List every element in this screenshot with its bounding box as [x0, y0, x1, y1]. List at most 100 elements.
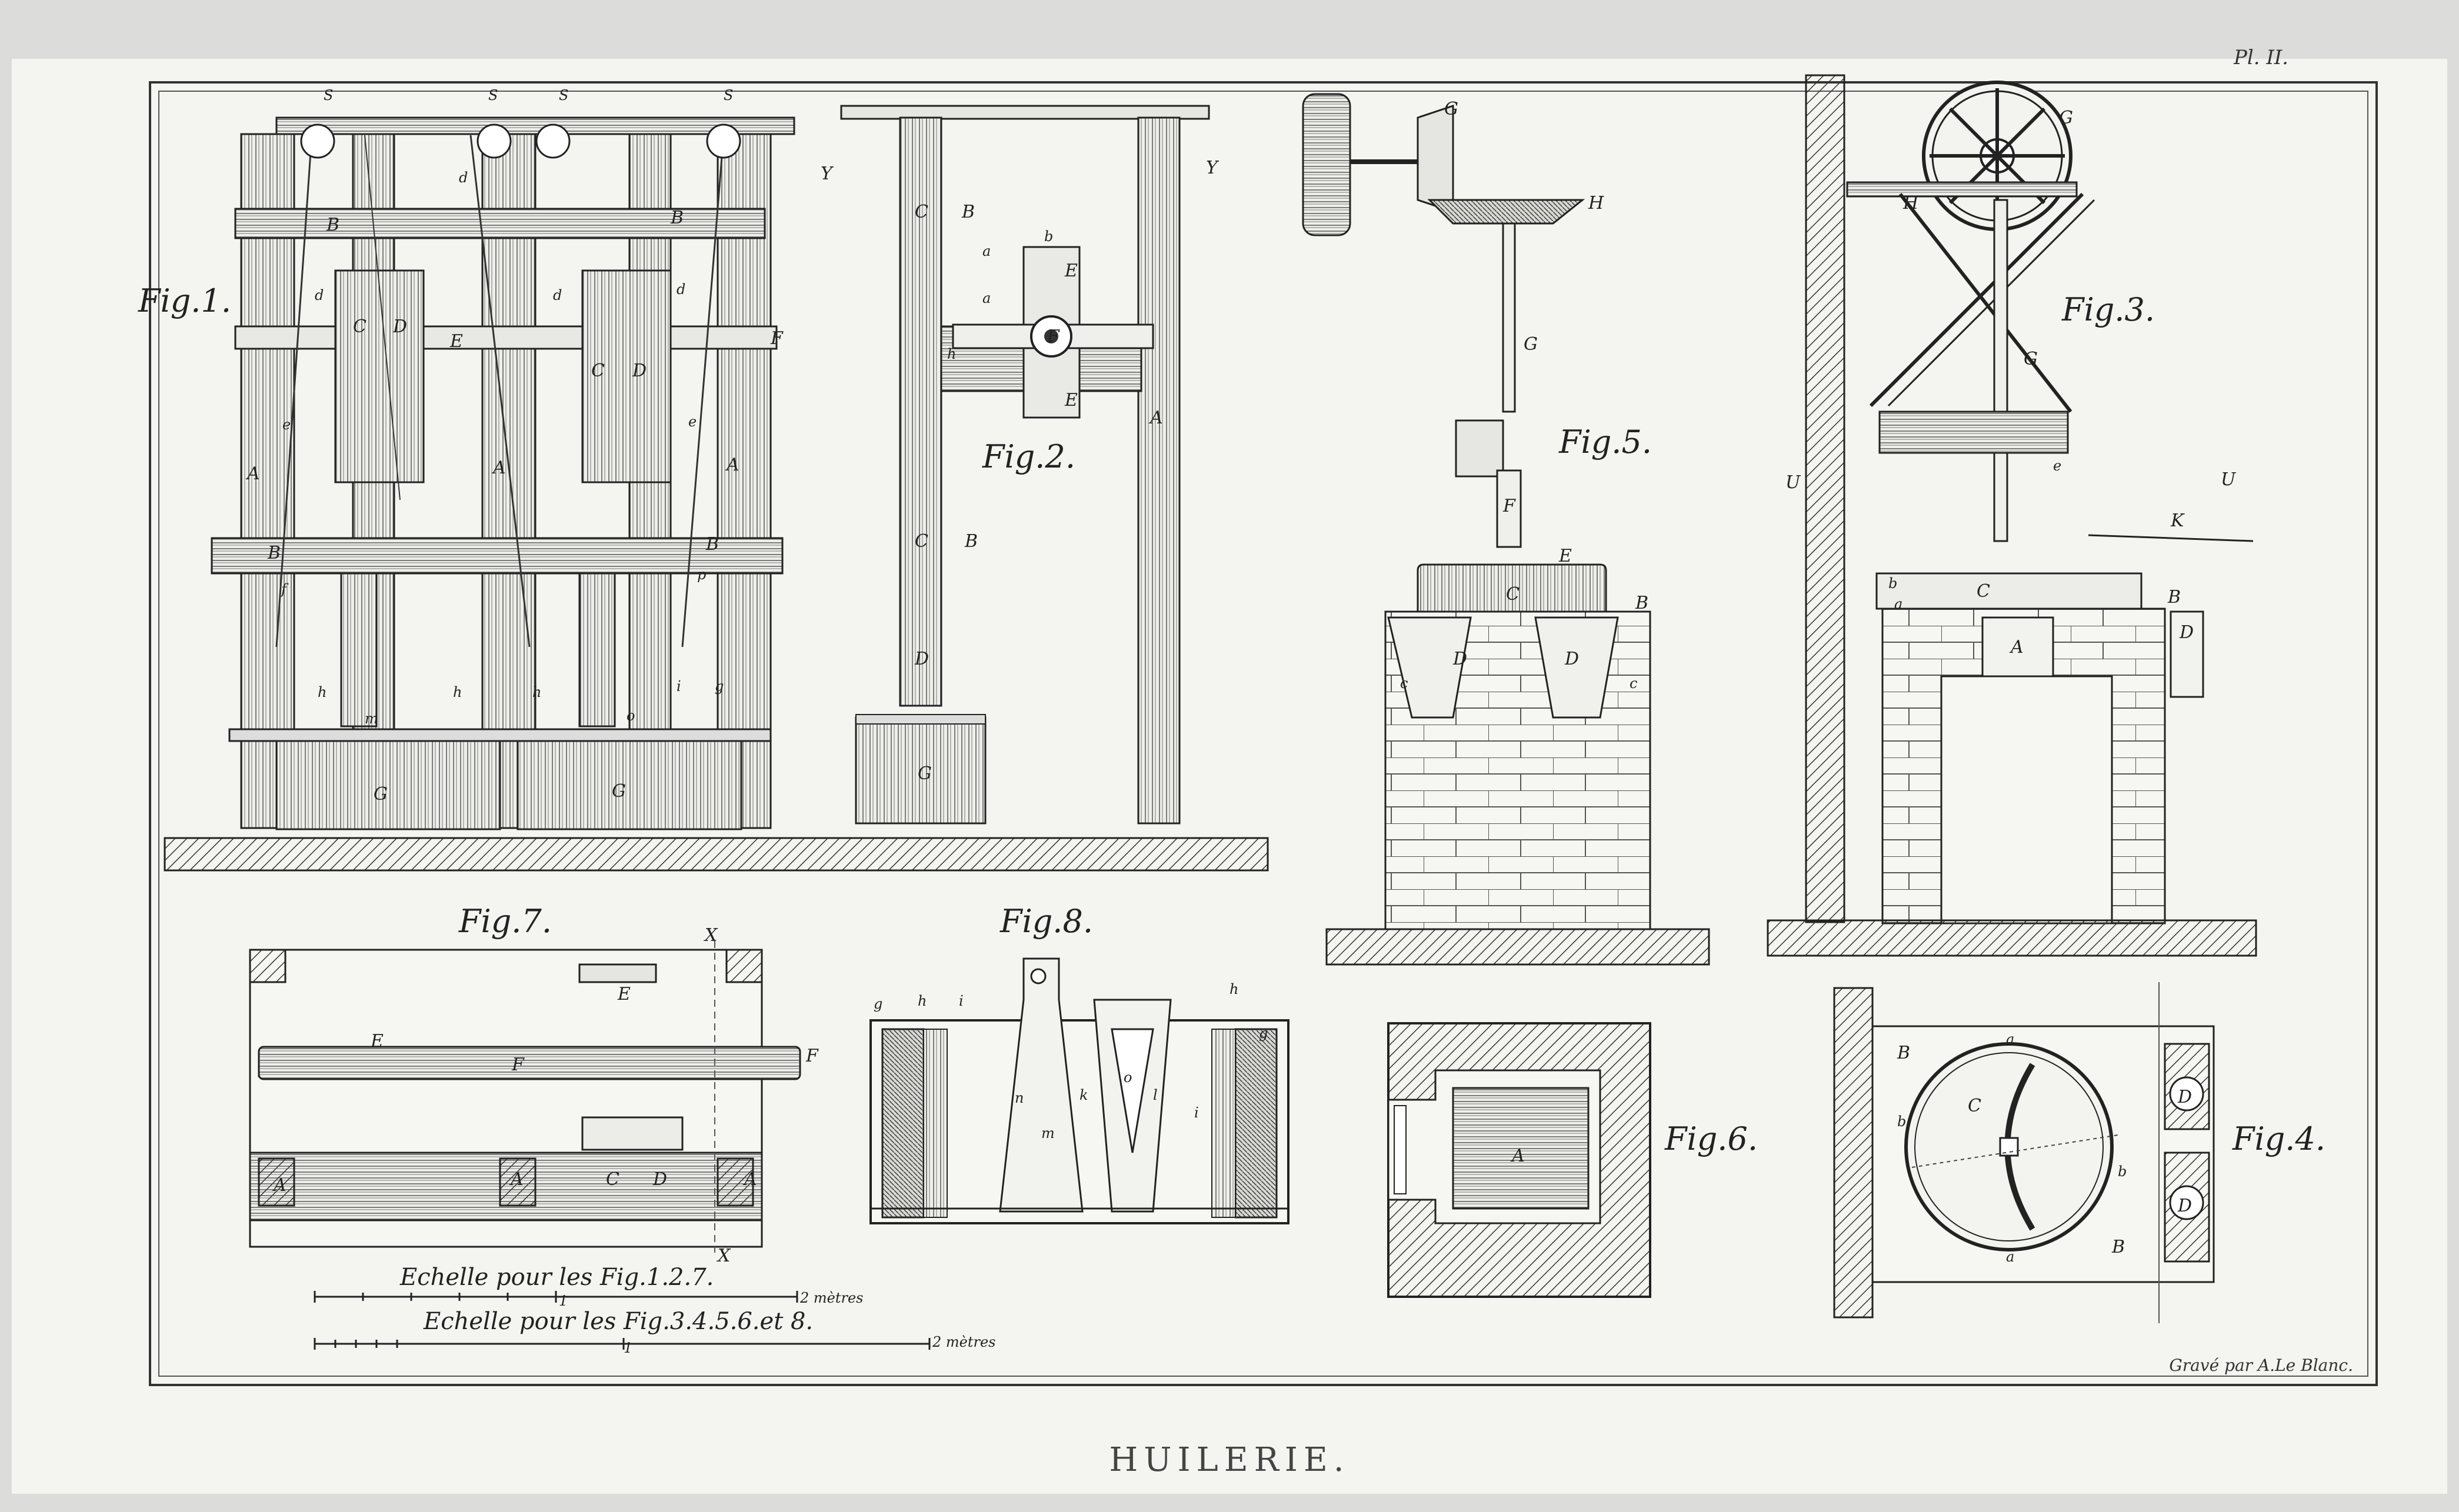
- fig6-label: Fig.6.: [1664, 1120, 1758, 1157]
- callout-F-fig7-mid: F: [511, 1054, 525, 1075]
- callout-D-fig2: D: [914, 649, 929, 669]
- callout-B-fig4-top: B: [1897, 1043, 1910, 1063]
- callout-D-fig5-left: D: [1452, 649, 1467, 669]
- callout-a-fig2-2: a: [982, 290, 991, 306]
- callout-G-fig5-shaft: G: [1524, 334, 1538, 355]
- callout-E-fig5: E: [1558, 546, 1572, 566]
- figure-3-mill-gear: [1767, 74, 2257, 957]
- callout-G-fig1-left: G: [374, 784, 388, 805]
- callout-d-4: d: [459, 169, 468, 186]
- callout-U-left: U: [1785, 472, 1801, 493]
- callout-l-fig8: l: [1153, 1087, 1158, 1103]
- callout-B-fig1-bottom-left: B: [267, 543, 281, 563]
- figure-7-press-plan: [249, 941, 801, 1253]
- callout-g-1: g: [715, 678, 724, 695]
- callout-h-1: h: [318, 684, 326, 700]
- scale-2-mid: 1: [624, 1340, 632, 1356]
- callout-C-fig7: C: [606, 1169, 619, 1190]
- callout-b-fig2: b: [1044, 228, 1053, 245]
- callout-a-fig2-1: a: [982, 243, 991, 259]
- callout-i-fig8-left: i: [959, 993, 964, 1009]
- callout-p-1: p: [697, 566, 706, 583]
- callout-C-fig2-top: C: [915, 202, 928, 222]
- callout-D-fig7: D: [652, 1169, 667, 1190]
- callout-G-fig1-right: G: [612, 781, 626, 802]
- callout-B-fig1-top-right: B: [670, 208, 684, 228]
- figure-1-press-frame: [164, 116, 1269, 872]
- callout-c-fig5-2: c: [1630, 675, 1637, 692]
- callout-S-2: S: [488, 87, 498, 104]
- callout-d-3: d: [677, 281, 685, 298]
- figure-8-press-section: [869, 957, 1290, 1224]
- callout-b-fig4-left: b: [1897, 1113, 1906, 1130]
- callout-C-fig3: C: [1977, 581, 1990, 602]
- engraver-credit: Gravé par A.Le Blanc.: [2169, 1356, 2353, 1375]
- fig1-label: Fig.1.: [138, 282, 231, 319]
- callout-C-fig5: C: [1506, 584, 1520, 605]
- fig7-label: Fig.7.: [458, 903, 552, 940]
- callout-G-fig3-gear: G: [2059, 108, 2073, 128]
- callout-D-fig1-left: D: [392, 316, 407, 337]
- callout-Y-left: Y: [821, 163, 834, 184]
- callout-F-fig7-right: F: [805, 1046, 819, 1066]
- callout-B-fig1-top-left: B: [326, 215, 339, 235]
- plate-title: HUILERIE.: [1109, 1441, 1350, 1479]
- scale-2-end: 2 mètres: [932, 1334, 996, 1350]
- callout-E-fig1: E: [449, 331, 463, 352]
- callout-h-fig8-left: h: [918, 993, 927, 1009]
- plate-border-outer: [149, 81, 2378, 1386]
- callout-A-fig2: A: [1148, 408, 1163, 428]
- callout-g-fig8-right: g: [1259, 1025, 1268, 1042]
- callout-d-2: d: [553, 287, 562, 303]
- callout-C-fig1-right: C: [591, 361, 605, 381]
- plate-number: Pl. II.: [2233, 46, 2288, 69]
- callout-E-fig7-top: E: [617, 984, 631, 1004]
- callout-F-fig5: F: [1502, 496, 1516, 516]
- callout-A-fig1-mid: A: [491, 458, 506, 478]
- callout-A-fig7-mid: A: [509, 1169, 524, 1190]
- callout-a-fig3: a: [1894, 596, 1902, 612]
- callout-b-fig3: b: [1888, 575, 1897, 592]
- callout-A-fig7-right: A: [742, 1169, 757, 1190]
- callout-C-fig1-left: C: [353, 316, 366, 337]
- callout-B-fig4-bottom: B: [2111, 1237, 2125, 1257]
- callout-m-fig8: m: [1041, 1125, 1055, 1141]
- callout-k-fig8: k: [1079, 1087, 1088, 1103]
- callout-C-fig2-bottom: C: [915, 531, 928, 552]
- callout-i-1: i: [677, 678, 681, 695]
- callout-g-fig8-left: g: [874, 996, 882, 1012]
- callout-B-fig3: B: [2167, 587, 2181, 608]
- callout-A-fig6: A: [1510, 1146, 1525, 1166]
- fig4-label: Fig.4.: [2232, 1120, 2325, 1157]
- callout-S-1: S: [324, 87, 333, 104]
- callout-E-fig7-left: E: [370, 1031, 384, 1052]
- callout-C-fig4: C: [1968, 1096, 1981, 1116]
- fig2-label: Fig.2.: [982, 438, 1075, 475]
- callout-e-fig3: e: [2053, 458, 2061, 474]
- callout-m-1: m: [365, 710, 378, 727]
- callout-A-fig7-left: A: [272, 1175, 286, 1196]
- figure-4-mill-plan: [1833, 982, 2215, 1323]
- fig3-label: Fig.3.: [2061, 291, 2155, 328]
- callout-D-fig4-bottom: D: [2177, 1196, 2192, 1216]
- callout-D-fig3: D: [2179, 622, 2194, 643]
- callout-h-fig8-right: h: [1230, 981, 1238, 997]
- callout-h-3: h: [532, 684, 541, 700]
- callout-A-fig1-left: A: [245, 463, 260, 484]
- figure-5-mill-elevation: [1302, 93, 1710, 966]
- callout-e-1: e: [282, 416, 291, 433]
- callout-F-fig2: F: [1047, 326, 1060, 347]
- callout-n-fig8: n: [1015, 1090, 1024, 1106]
- callout-a-fig4-bottom: a: [2006, 1249, 2014, 1265]
- scale-ticks: [314, 1291, 931, 1350]
- callout-D-fig4-top: D: [2177, 1087, 2192, 1107]
- callout-S-4: S: [724, 87, 733, 104]
- callout-o-1: o: [627, 707, 635, 724]
- callout-H-fig3: H: [1902, 193, 1919, 213]
- callout-d-1: d: [315, 287, 324, 303]
- callout-H-fig5: H: [1588, 193, 1604, 213]
- callout-E-fig2-top: E: [1064, 261, 1078, 281]
- figure-6-mill-plan: [1387, 1022, 1651, 1298]
- callout-i-fig8-right: i: [1194, 1104, 1199, 1121]
- callout-G-fig3-shaft: G: [2024, 349, 2038, 369]
